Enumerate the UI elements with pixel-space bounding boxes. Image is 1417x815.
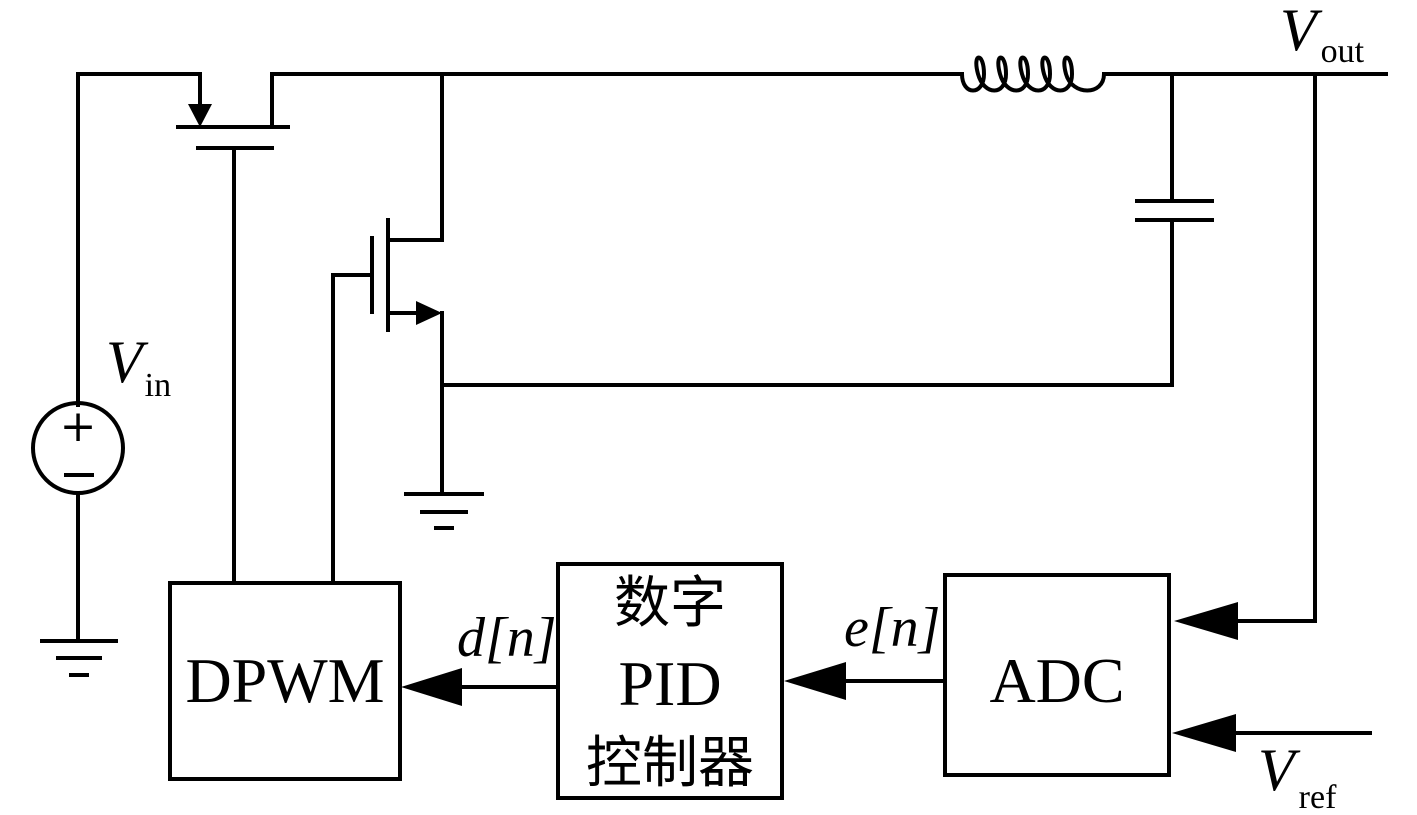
vref-arrow [1172, 714, 1236, 752]
ground-icon [40, 639, 118, 677]
output-capacitor [440, 72, 1214, 387]
high-side-pmos [176, 72, 290, 585]
dpwm-block [168, 581, 402, 781]
dpwm-label: DPWM [185, 645, 384, 716]
power-stage: + [31, 55, 1388, 677]
vin-label: Vin [106, 329, 171, 404]
adc-block [943, 573, 1171, 777]
duty-signal-label: d[n] [457, 607, 557, 669]
dpwm-input-arrow [401, 668, 462, 706]
nmos-gate-wire [331, 273, 374, 585]
vout-feedback-wire [1236, 72, 1317, 623]
ground-icon [404, 492, 484, 530]
pid-input-arrow [784, 662, 846, 700]
pid-label-line2: PID [618, 648, 721, 719]
control-loop: DPWM 数字 PID 控制器 ADC [168, 72, 1372, 800]
inductor [959, 55, 1107, 93]
adc-input-arrow [1174, 602, 1238, 640]
source-plus-sign: + [60, 401, 97, 452]
pid-label-line1: 数字 [614, 571, 726, 636]
adc-label: ADC [989, 645, 1124, 716]
error-signal-label: e[n] [844, 597, 940, 659]
low-side-nmos [331, 72, 444, 585]
vin-positive-wire [76, 72, 202, 407]
pid-label-line3: 控制器 [586, 731, 754, 796]
pid-block [556, 562, 784, 800]
voltage-source-icon: + [31, 401, 125, 642]
